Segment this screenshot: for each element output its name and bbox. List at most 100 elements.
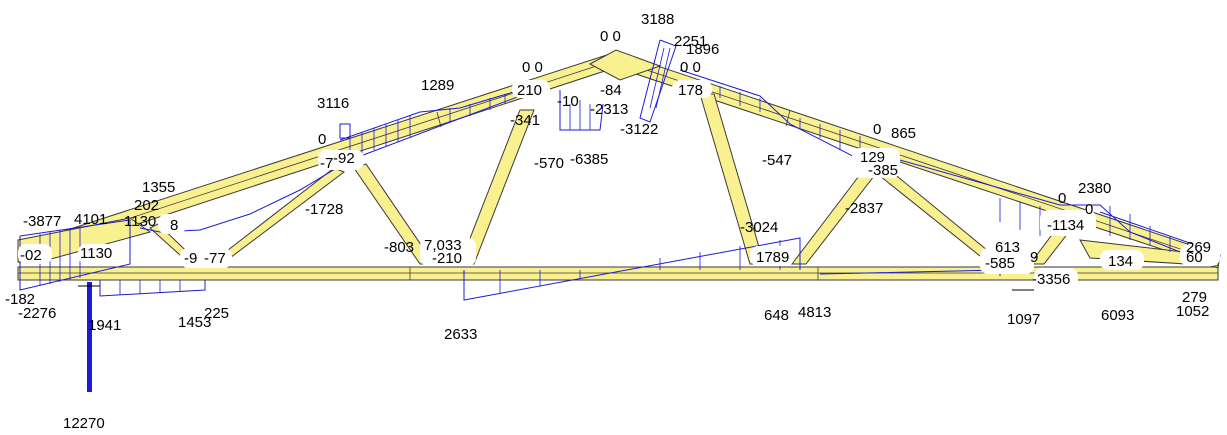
label-top-r1[interactable]: 2251 bbox=[674, 33, 707, 50]
hatch bbox=[649, 47, 665, 109]
label-heel-l-1130[interactable]: 1130 bbox=[80, 245, 112, 262]
label-node-r2-n385[interactable]: -385 bbox=[868, 162, 898, 179]
pill bbox=[672, 80, 712, 98]
label-apex-top[interactable]: 3188 bbox=[641, 11, 674, 28]
label-node-r3-2380[interactable]: 2380 bbox=[1078, 180, 1111, 197]
pill bbox=[1040, 210, 1096, 236]
label-br-9[interactable]: 9 bbox=[1030, 249, 1038, 266]
label-bl-n77[interactable]: -77 bbox=[204, 250, 226, 267]
label-left-0a[interactable]: 0 0 bbox=[522, 59, 543, 76]
apex-diagram-2 bbox=[639, 39, 677, 123]
label-node-l2-n92[interactable]: -92 bbox=[333, 150, 355, 167]
label-bot-2633[interactable]: 2633 bbox=[444, 326, 477, 343]
label-bm-n210[interactable]: -210 bbox=[432, 250, 462, 267]
label-web-n2837[interactable]: -2837 bbox=[845, 200, 883, 217]
label-bot-279[interactable]: 279 bbox=[1182, 289, 1207, 306]
label-br-134[interactable]: 134 bbox=[1108, 253, 1133, 270]
pill bbox=[420, 238, 476, 266]
left-rafter-splice bbox=[436, 111, 442, 128]
label-web-n3024[interactable]: -3024 bbox=[740, 219, 778, 236]
label-w-n6385[interactable]: -6385 bbox=[570, 151, 608, 168]
label-web-n1728[interactable]: -1728 bbox=[305, 201, 343, 218]
label-top-r2[interactable]: 1896 bbox=[686, 41, 719, 58]
pill bbox=[512, 80, 550, 98]
label-node-r2-129[interactable]: 129 bbox=[860, 149, 885, 166]
label-bot-1052[interactable]: 1052 bbox=[1176, 303, 1209, 320]
label-bot-648[interactable]: 648 bbox=[764, 307, 789, 324]
label-peak-n10[interactable]: -10 bbox=[557, 93, 579, 110]
pill bbox=[852, 148, 900, 178]
pill bbox=[78, 244, 126, 264]
label-sup-1941[interactable]: 1941 bbox=[88, 317, 121, 334]
label-heel-r-60[interactable]: 60 bbox=[1186, 249, 1203, 266]
label-backdrops bbox=[18, 80, 1220, 288]
label-eave-l-n3877[interactable]: -3877 bbox=[23, 213, 61, 230]
label-bot-225[interactable]: 225 bbox=[204, 305, 229, 322]
value-labels: 0 0 3188 2251 1896 0 0 0 0 1289 210 -84 … bbox=[5, 11, 1211, 432]
label-apex-pair[interactable]: 0 0 bbox=[600, 28, 621, 45]
moment-diagram-rafter-left bbox=[139, 89, 521, 233]
label-w-n570[interactable]: -570 bbox=[534, 155, 564, 172]
label-heel-l-n02[interactable]: -02 bbox=[20, 247, 42, 264]
label-eave-l-4101[interactable]: 4101 bbox=[74, 211, 107, 228]
label-eave-l-1130a[interactable]: 1130 bbox=[124, 213, 156, 230]
pill bbox=[980, 248, 1034, 274]
label-br-n585[interactable]: -585 bbox=[985, 255, 1015, 272]
eave-diagram-left bbox=[19, 219, 131, 291]
truss-members bbox=[17, 49, 1221, 281]
label-eave-l-8[interactable]: 8 bbox=[170, 217, 178, 234]
label-bot-6093[interactable]: 6093 bbox=[1101, 307, 1134, 324]
label-v-n341[interactable]: -341 bbox=[510, 112, 540, 129]
label-br-1789[interactable]: 1789 bbox=[756, 249, 789, 266]
bottom-diagram-left bbox=[99, 280, 206, 297]
label-node-l2-n7[interactable]: -7 bbox=[320, 155, 333, 172]
pill bbox=[1180, 244, 1220, 266]
label-peak-n84[interactable]: -84 bbox=[600, 82, 622, 99]
label-bot-1453[interactable]: 1453 bbox=[178, 314, 211, 331]
pill bbox=[582, 86, 610, 104]
label-bl-n9[interactable]: -9 bbox=[184, 250, 197, 267]
label-bottom-n182[interactable]: -182 bbox=[5, 291, 35, 308]
label-node-r3-n1134[interactable]: -1134 bbox=[1047, 217, 1084, 234]
pill bbox=[1034, 268, 1078, 288]
label-eave-l-1355[interactable]: 1355 bbox=[142, 179, 175, 196]
pill bbox=[158, 214, 186, 234]
hatch bbox=[655, 47, 671, 109]
label-v-3116[interactable]: 3116 bbox=[317, 95, 349, 112]
small-diagram-box bbox=[339, 123, 351, 139]
label-peak-l-210[interactable]: 210 bbox=[517, 82, 542, 99]
label-w-n547[interactable]: -547 bbox=[762, 152, 792, 169]
label-reaction-12270[interactable]: 12270 bbox=[63, 415, 105, 432]
label-bottom-n2276[interactable]: -2276 bbox=[18, 305, 56, 322]
web-right-2 bbox=[790, 171, 875, 265]
web-right-1 bbox=[699, 93, 765, 265]
label-bot-1097[interactable]: 1097 bbox=[1007, 311, 1040, 328]
label-node-r2-0[interactable]: 0 bbox=[873, 121, 881, 138]
label-peak-n3122[interactable]: -3122 bbox=[620, 121, 658, 138]
pill bbox=[180, 248, 232, 268]
pill bbox=[18, 244, 52, 264]
label-peak-n2313[interactable]: -2313 bbox=[590, 101, 628, 118]
label-bot-4813[interactable]: 4813 bbox=[798, 304, 831, 321]
pill bbox=[750, 246, 794, 266]
label-apex-r0[interactable]: 0 0 bbox=[680, 59, 701, 76]
label-eave-l-202[interactable]: 202 bbox=[134, 197, 159, 214]
support-reaction-bar[interactable] bbox=[87, 282, 92, 392]
label-bm-033[interactable]: 7,033 bbox=[424, 237, 462, 254]
label-bm-n803[interactable]: -803 bbox=[384, 239, 414, 256]
web-left-4 bbox=[459, 109, 535, 265]
right-rafter-splice bbox=[785, 109, 791, 127]
label-peak-178[interactable]: 178 bbox=[678, 82, 703, 99]
label-rafter-l-mid[interactable]: 1289 bbox=[421, 77, 454, 94]
bottom-diagram-mid bbox=[463, 237, 801, 301]
right-rafter-centerline bbox=[613, 58, 1220, 263]
label-node-r2-865[interactable]: 865 bbox=[891, 125, 916, 142]
label-node-l2-0[interactable]: 0 bbox=[318, 131, 326, 148]
label-br-613[interactable]: 613 bbox=[995, 239, 1020, 256]
label-node-r3-0b[interactable]: 0 bbox=[1085, 201, 1093, 218]
label-heel-r-269[interactable]: 269 bbox=[1186, 239, 1211, 256]
label-node-r3-0[interactable]: 0 bbox=[1058, 190, 1066, 207]
label-bottom-n3356[interactable]: -3356 bbox=[1032, 271, 1070, 288]
